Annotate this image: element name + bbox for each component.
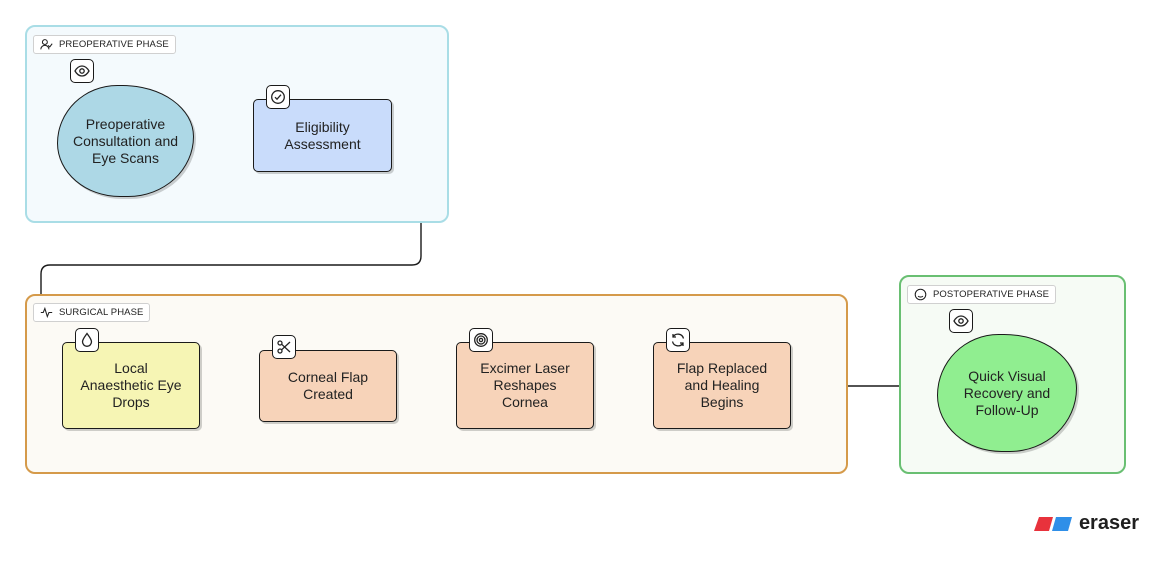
eraser-logo-icon xyxy=(1033,516,1072,531)
node-corneal-flap[interactable]: Corneal Flap Created xyxy=(259,350,397,422)
scissors-icon xyxy=(272,335,296,359)
node-eligibility-assessment[interactable]: Eligibility Assessment xyxy=(253,99,392,172)
node-local-anaesthetic[interactable]: Local Anaesthetic Eye Drops xyxy=(62,342,200,429)
smile-icon xyxy=(914,288,927,301)
node-quick-visual-recovery[interactable]: Quick Visual Recovery and Follow-Up xyxy=(937,334,1077,452)
user-check-icon xyxy=(40,39,53,50)
node-flap-replaced[interactable]: Flap Replaced and Healing Begins xyxy=(653,342,791,429)
eraser-brand: eraser xyxy=(1033,512,1139,535)
eye-icon xyxy=(949,309,973,333)
preoperative-phase-label: PREOPERATIVE PHASE xyxy=(33,35,176,54)
brand-name: eraser xyxy=(1078,512,1139,534)
eye-icon xyxy=(70,59,94,83)
activity-icon xyxy=(40,306,53,319)
postoperative-phase-label: POSTOPERATIVE PHASE xyxy=(907,285,1057,304)
refresh-icon xyxy=(666,328,690,352)
node-excimer-laser[interactable]: Excimer Laser Reshapes Cornea xyxy=(456,342,594,429)
surgical-phase-label: SURGICAL PHASE xyxy=(33,303,151,322)
node-preoperative-consultation[interactable]: Preoperative Consultation and Eye Scans xyxy=(57,85,194,197)
droplet-icon xyxy=(75,328,99,352)
target-icon xyxy=(469,328,493,352)
check-circle-icon xyxy=(266,85,290,109)
